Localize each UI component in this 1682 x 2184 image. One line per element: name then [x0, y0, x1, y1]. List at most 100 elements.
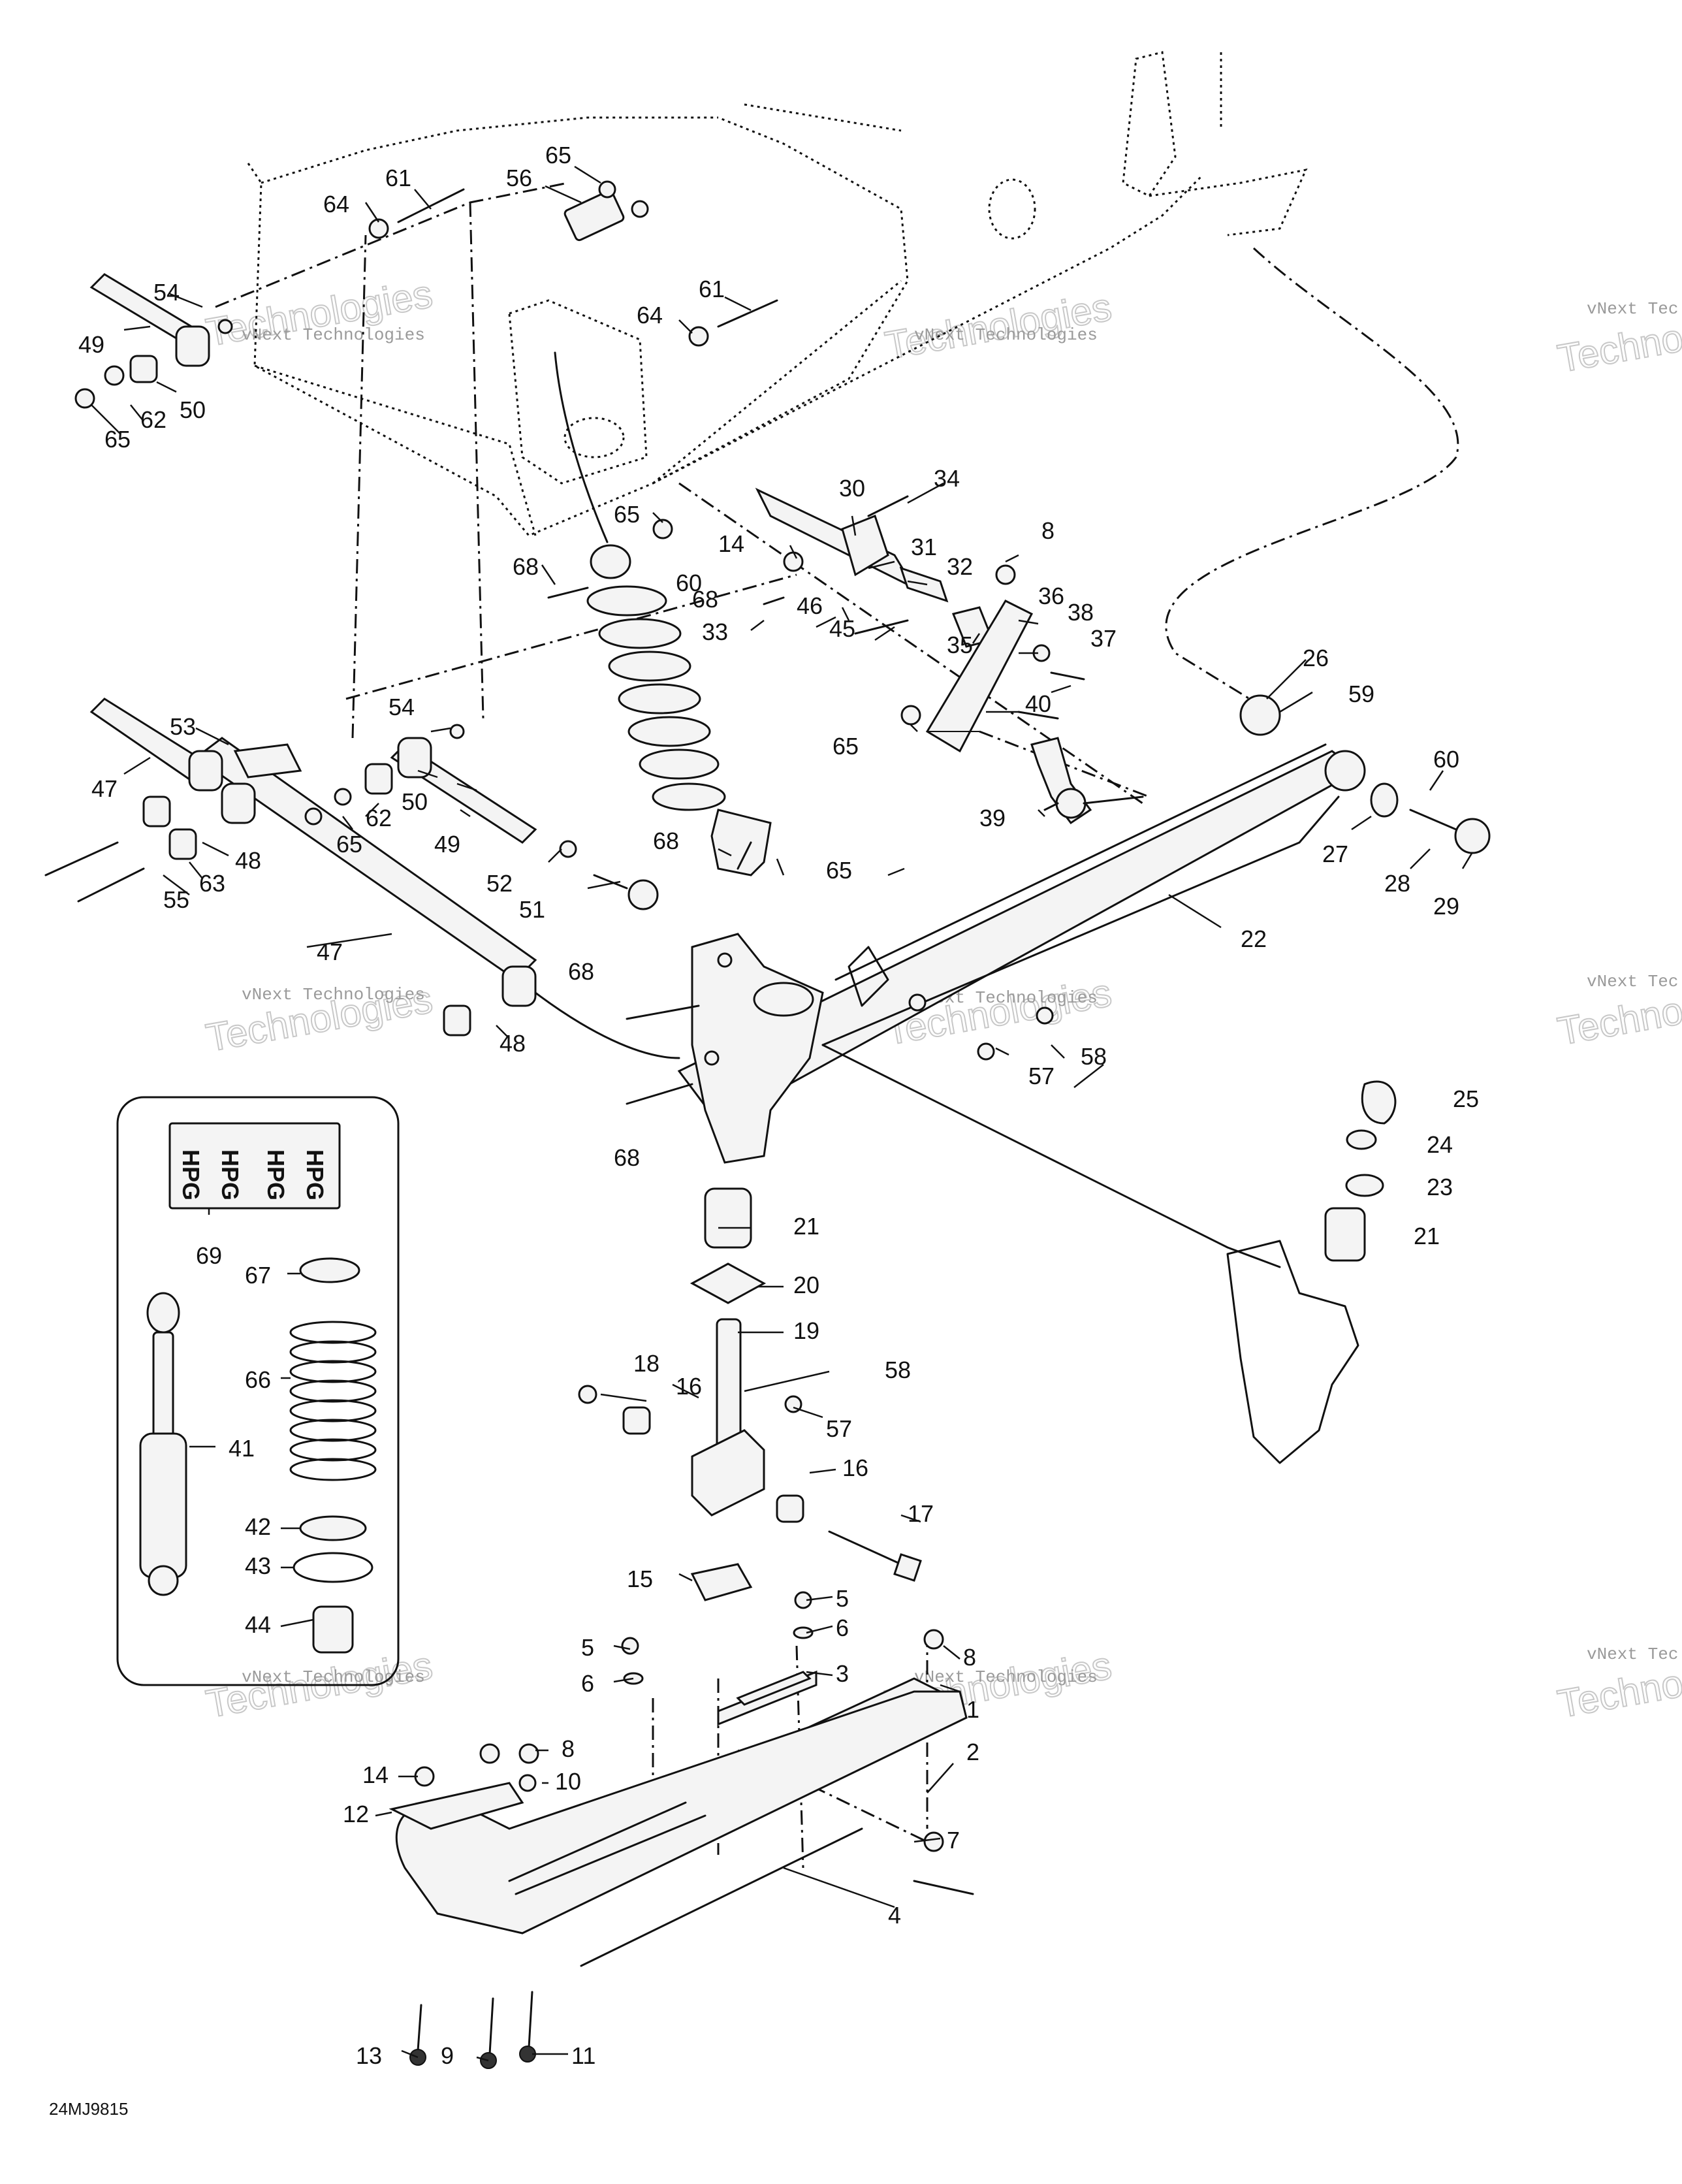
part-label-46: 46 [797, 592, 823, 619]
part-label-33: 33 [702, 618, 728, 645]
part-label-20: 20 [793, 1272, 819, 1298]
coil-spring [289, 1321, 377, 1481]
shock-kit-inset: HPG HPG HPG HPG [116, 1096, 400, 1686]
part-label-50a: 50 [180, 396, 206, 423]
part-label-31: 31 [911, 534, 937, 560]
part-label-29: 29 [1433, 893, 1459, 920]
part-label-10: 10 [555, 1768, 581, 1795]
part-label-8b: 8 [562, 1735, 575, 1762]
watermark-edge-big: Techno [1555, 1661, 1682, 1726]
part-label-9: 9 [441, 2042, 454, 2069]
part-label-43: 43 [245, 1552, 271, 1579]
part-label-47b: 47 [317, 939, 343, 965]
part-label-63: 63 [199, 870, 225, 897]
part-label-12: 12 [343, 1801, 369, 1827]
part-label-21a: 21 [793, 1213, 819, 1240]
shock-absorber [554, 351, 772, 876]
part-label-68b: 68 [653, 827, 679, 854]
part-label-68c: 68 [568, 958, 594, 985]
part-label-57b: 57 [826, 1415, 852, 1442]
part-label-68e: 68 [692, 586, 718, 613]
part-label-52: 52 [486, 870, 513, 897]
part-label-65a: 65 [545, 142, 571, 169]
watermark-edge-small: vNext Tec [1587, 1645, 1678, 1664]
part-label-13: 13 [356, 2042, 382, 2069]
part-label-48b: 48 [500, 1030, 526, 1057]
part-label-6a: 6 [836, 1614, 849, 1641]
part-label-57a: 57 [1028, 1063, 1055, 1089]
part-label-68a: 68 [513, 553, 539, 580]
part-label-4: 4 [888, 1902, 901, 1929]
part-label-48a: 48 [235, 847, 261, 874]
watermark-edge-big: Techno [1555, 315, 1682, 381]
part-label-62a: 62 [140, 406, 167, 433]
part-label-8a: 8 [963, 1644, 976, 1671]
part-label-25: 25 [1453, 1085, 1479, 1112]
part-label-17: 17 [908, 1500, 934, 1527]
part-label-5b: 5 [581, 1634, 594, 1661]
part-label-1: 1 [966, 1696, 979, 1723]
spindle-housing [691, 933, 824, 1164]
part-label-16b: 16 [842, 1454, 868, 1481]
part-label-5a: 5 [836, 1585, 849, 1612]
watermark-edge-small: vNext Tec [1587, 299, 1678, 319]
part-label-66: 66 [245, 1366, 271, 1393]
decal-text: HPG [178, 1149, 204, 1200]
part-label-21b: 21 [1414, 1223, 1440, 1249]
watermark-small: vNext Technologies [914, 1667, 1098, 1687]
suspension-arm [677, 743, 1366, 1268]
part-label-58a: 58 [1081, 1043, 1107, 1070]
part-label-39: 39 [979, 805, 1006, 831]
part-label-40: 40 [1025, 690, 1051, 717]
part-label-60a: 60 [676, 570, 702, 596]
part-label-37: 37 [1090, 625, 1117, 652]
part-label-55: 55 [163, 886, 189, 913]
part-label-27: 27 [1322, 841, 1348, 867]
part-label-54a: 54 [153, 279, 180, 306]
part-label-14a: 14 [362, 1761, 389, 1788]
part-label-36: 36 [1038, 583, 1064, 609]
ski-assembly [389, 1591, 974, 2069]
part-label-35: 35 [947, 632, 973, 658]
decal-text: HPG [217, 1149, 244, 1200]
decal-text: HPG [302, 1149, 328, 1200]
watermark-small: vNext Technologies [914, 325, 1098, 345]
left-arms [44, 273, 680, 1059]
part-label-65e: 65 [336, 831, 362, 858]
part-label-3: 3 [836, 1660, 849, 1687]
part-label-67: 67 [245, 1262, 271, 1289]
part-label-49b: 49 [434, 831, 460, 858]
right-fasteners [626, 694, 1491, 1262]
leader-lines [91, 165, 1474, 2062]
part-label-59: 59 [1348, 681, 1374, 707]
part-label-44: 44 [245, 1611, 271, 1638]
part-label-2: 2 [966, 1739, 979, 1765]
part-label-32: 32 [947, 553, 973, 580]
part-label-45: 45 [829, 615, 855, 642]
part-label-34: 34 [934, 465, 960, 492]
part-label-61a: 61 [385, 165, 411, 191]
part-label-65d: 65 [833, 733, 859, 760]
part-label-11: 11 [571, 2042, 595, 2069]
decal-text: HPG [262, 1149, 289, 1200]
part-label-58b: 58 [885, 1357, 911, 1383]
part-label-42: 42 [245, 1513, 271, 1540]
part-label-61b: 61 [699, 276, 725, 302]
part-label-28: 28 [1384, 870, 1410, 897]
part-label-65f: 65 [826, 857, 852, 884]
part-label-16a: 16 [676, 1373, 702, 1400]
part-label-22: 22 [1241, 925, 1267, 952]
hpg-decal: HPG HPG HPG HPG [168, 1122, 341, 1210]
part-label-18: 18 [633, 1350, 659, 1377]
part-label-6b: 6 [581, 1670, 594, 1697]
part-label-38: 38 [1068, 599, 1094, 626]
part-label-51: 51 [519, 896, 545, 923]
watermark-small: vNext Technologies [242, 985, 425, 1004]
part-label-60b: 60 [1433, 746, 1459, 773]
part-label-24: 24 [1427, 1131, 1453, 1158]
part-label-64a: 64 [323, 191, 349, 217]
part-label-65b: 65 [104, 426, 131, 453]
watermark-small: vNext Technologies [242, 1667, 425, 1687]
part-label-30: 30 [839, 475, 865, 502]
